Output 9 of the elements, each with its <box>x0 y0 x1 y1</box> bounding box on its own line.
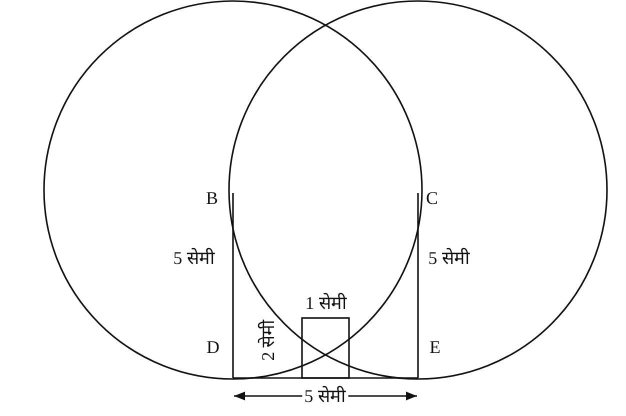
dimension-label: 5 सेमी <box>173 249 215 267</box>
dimension-label: 5 सेमी <box>428 249 470 267</box>
dimension-label: 1 सेमी <box>305 294 347 312</box>
point-label: D <box>206 338 220 356</box>
dimension-label: 2 सेमी <box>259 319 277 361</box>
point-label: E <box>430 338 440 356</box>
point-label: C <box>426 189 438 207</box>
point-label: B <box>206 189 218 207</box>
dimension-label: 5 सेमी <box>302 387 348 405</box>
